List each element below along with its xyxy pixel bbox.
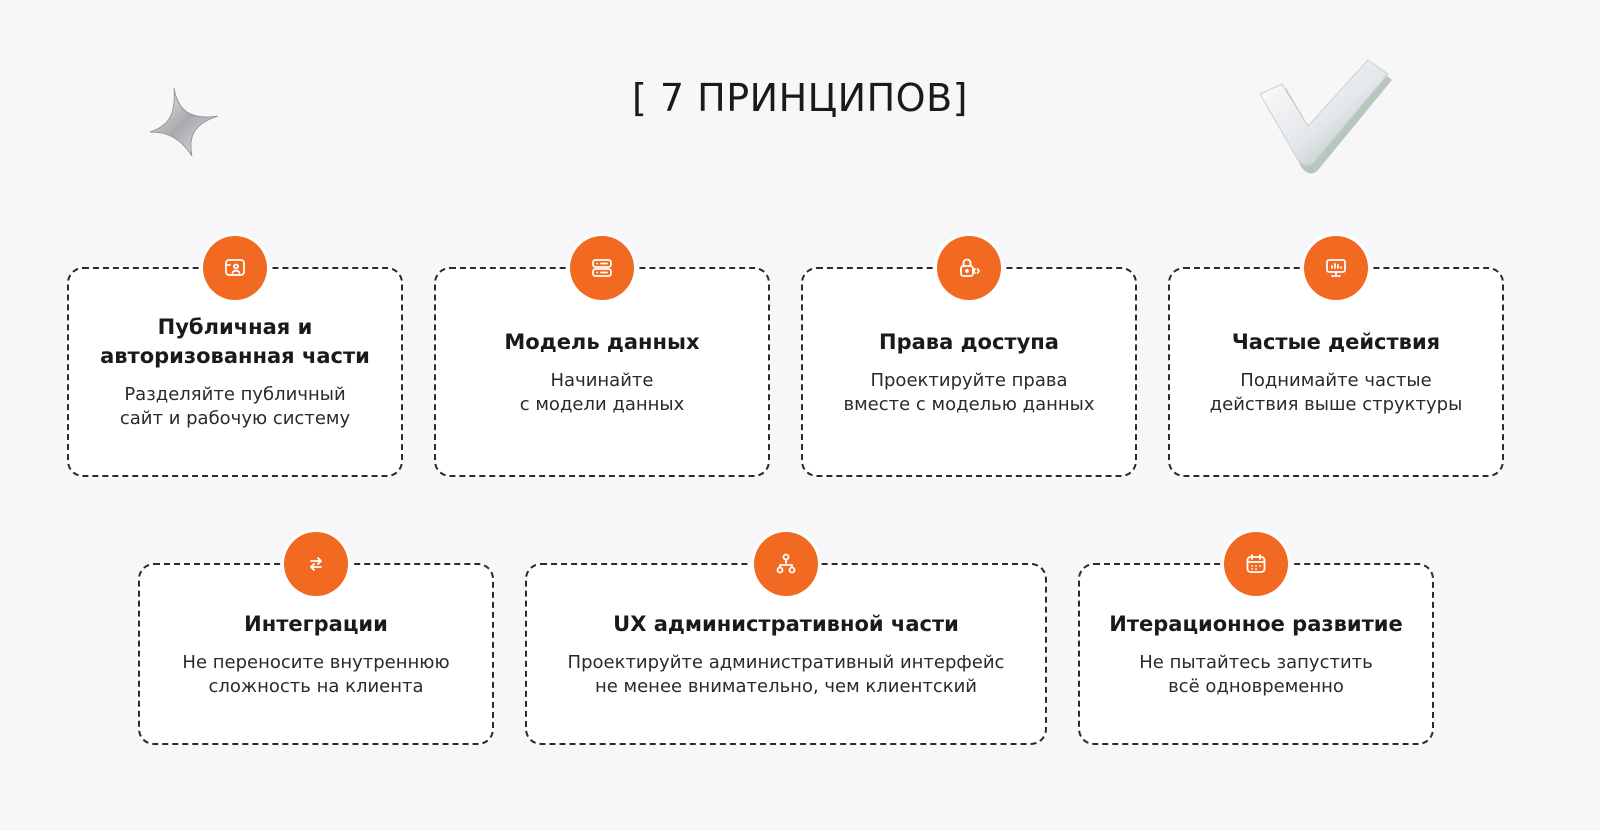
principle-card-access-rights: Права доступа Проектируйте права вместе … [801, 233, 1137, 477]
checkmark-icon [1259, 59, 1392, 174]
card-description: Проектируйте права вместе с моделью данн… [843, 369, 1095, 415]
icon-badge [1301, 233, 1371, 303]
public-site-icon [225, 259, 245, 276]
card-title: UX административной части [613, 611, 959, 636]
monitor-icon [1326, 259, 1346, 277]
principle-card-data-model: Модель данных Начинайте с модели данных [434, 233, 770, 477]
icon-badge [281, 529, 351, 599]
lock-code-icon [960, 258, 980, 277]
card-description: Не переносите внутреннюю сложность на кл… [182, 651, 450, 697]
sparkle-star-icon [149, 87, 219, 157]
icon-badge [751, 529, 821, 599]
card-title: Интеграции [244, 611, 388, 636]
card-description: Поднимайте частые действия выше структур… [1209, 369, 1463, 415]
calendar-icon [1246, 554, 1266, 573]
principle-card-frequent-actions: Частые действия Поднимайте частые действ… [1168, 233, 1504, 477]
card-title: Итерационное развитие [1109, 611, 1403, 636]
card-description: Разделяйте публичный сайт и рабочую сист… [119, 384, 351, 429]
card-description: Начинайте с модели данных [519, 369, 685, 415]
card-title: Права доступа [879, 329, 1059, 354]
principle-card-admin-ux: UX административной части Проектируйте а… [525, 529, 1047, 745]
principle-card-public-private: Публичная и авторизованная части Разделя… [67, 233, 403, 477]
card-description: Проектируйте административный интерфейс … [567, 651, 1005, 697]
card-description: Не пытайтесь запустить всё одновременно [1139, 651, 1373, 697]
principle-card-integrations: Интеграции Не переносите внутреннюю слож… [138, 529, 494, 745]
icon-badge [934, 233, 1004, 303]
principle-card-iterative-development: Итерационное развитие Не пытайтесь запус… [1078, 529, 1434, 745]
hierarchy-icon [776, 553, 796, 574]
icon-badge [1221, 529, 1291, 599]
page-title: [ 7 ПРИНЦИПОВ] [632, 76, 968, 120]
icon-badge [200, 233, 270, 303]
card-title: Публичная и авторизованная части [100, 315, 370, 368]
icon-badge [567, 233, 637, 303]
arrows-exchange-icon [310, 557, 322, 571]
database-icon [592, 259, 612, 277]
card-title: Модель данных [504, 329, 700, 354]
card-title: Частые действия [1231, 329, 1441, 354]
